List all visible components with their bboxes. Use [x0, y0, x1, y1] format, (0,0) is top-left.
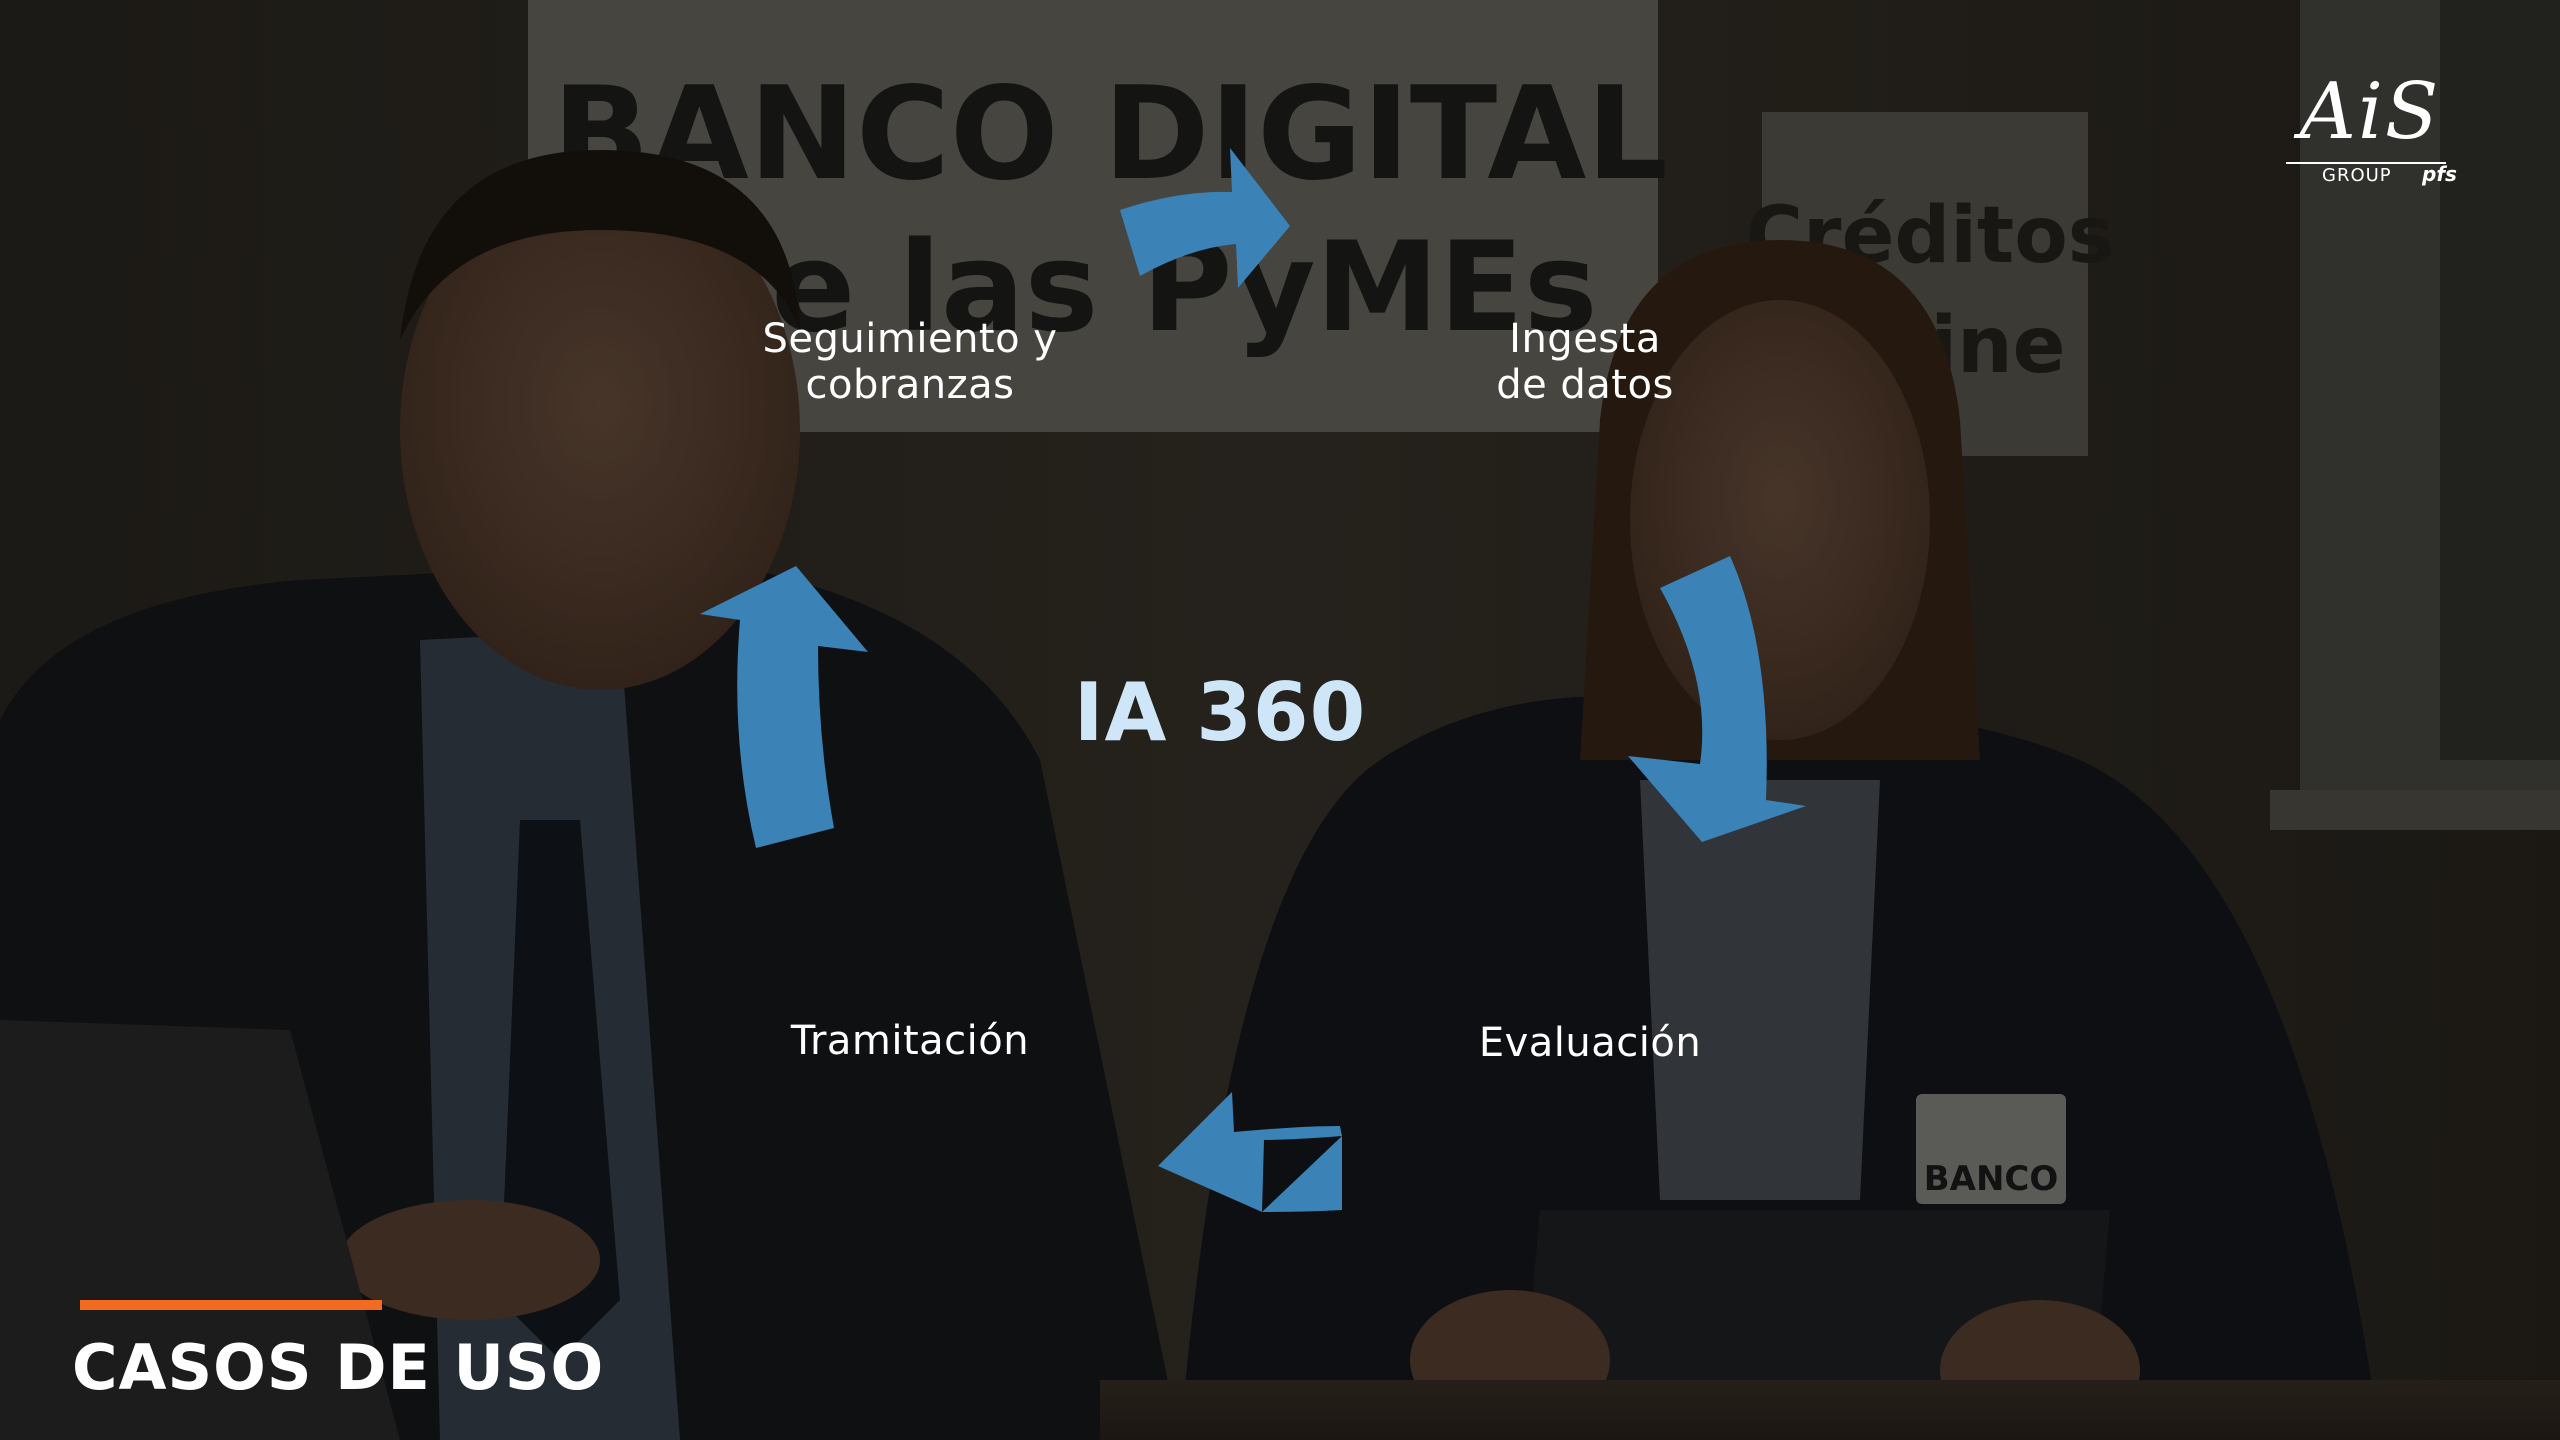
section-accent-bar [80, 1300, 382, 1310]
step-ingesta-line1: Ingesta [1509, 316, 1661, 362]
badge [1916, 1094, 2066, 1204]
step-seguimiento-line1: Seguimiento y [762, 316, 1058, 362]
ais-group-logo: AiS GROUP pfs [2280, 70, 2460, 188]
logo-rule [2286, 162, 2446, 164]
step-seguimiento-label: Seguimiento y cobranzas [745, 316, 1075, 408]
arrow-seguimiento-to-ingesta [1120, 148, 1290, 288]
arrow-evaluacion-to-tramitacion [1158, 1092, 1342, 1212]
cycle-arrows [700, 148, 1806, 1212]
arrow-tramitacion-to-seguimiento [700, 566, 868, 848]
step-ingesta-line2: de datos [1496, 362, 1674, 408]
section-title: CASOS DE USO [72, 1331, 605, 1404]
logo-brand-text: pfs [2422, 162, 2457, 186]
logo-main-text: AiS [2299, 67, 2441, 157]
step-ingesta-label: Ingesta de datos [1440, 316, 1730, 408]
step-evaluacion-label: Evaluación [1478, 1020, 1702, 1066]
badge-text: BANCO [1924, 1159, 2059, 1199]
logo-sub-text: GROUP [2322, 165, 2392, 186]
center-title: IA 360 [1073, 666, 1367, 759]
step-tramitacion-label: Tramitación [790, 1018, 1030, 1064]
bank-sign-line1: BANCO DIGITAL [552, 60, 1668, 209]
step-seguimiento-line2: cobranzas [805, 362, 1015, 408]
arrow-ingesta-to-evaluacion [1628, 556, 1806, 842]
